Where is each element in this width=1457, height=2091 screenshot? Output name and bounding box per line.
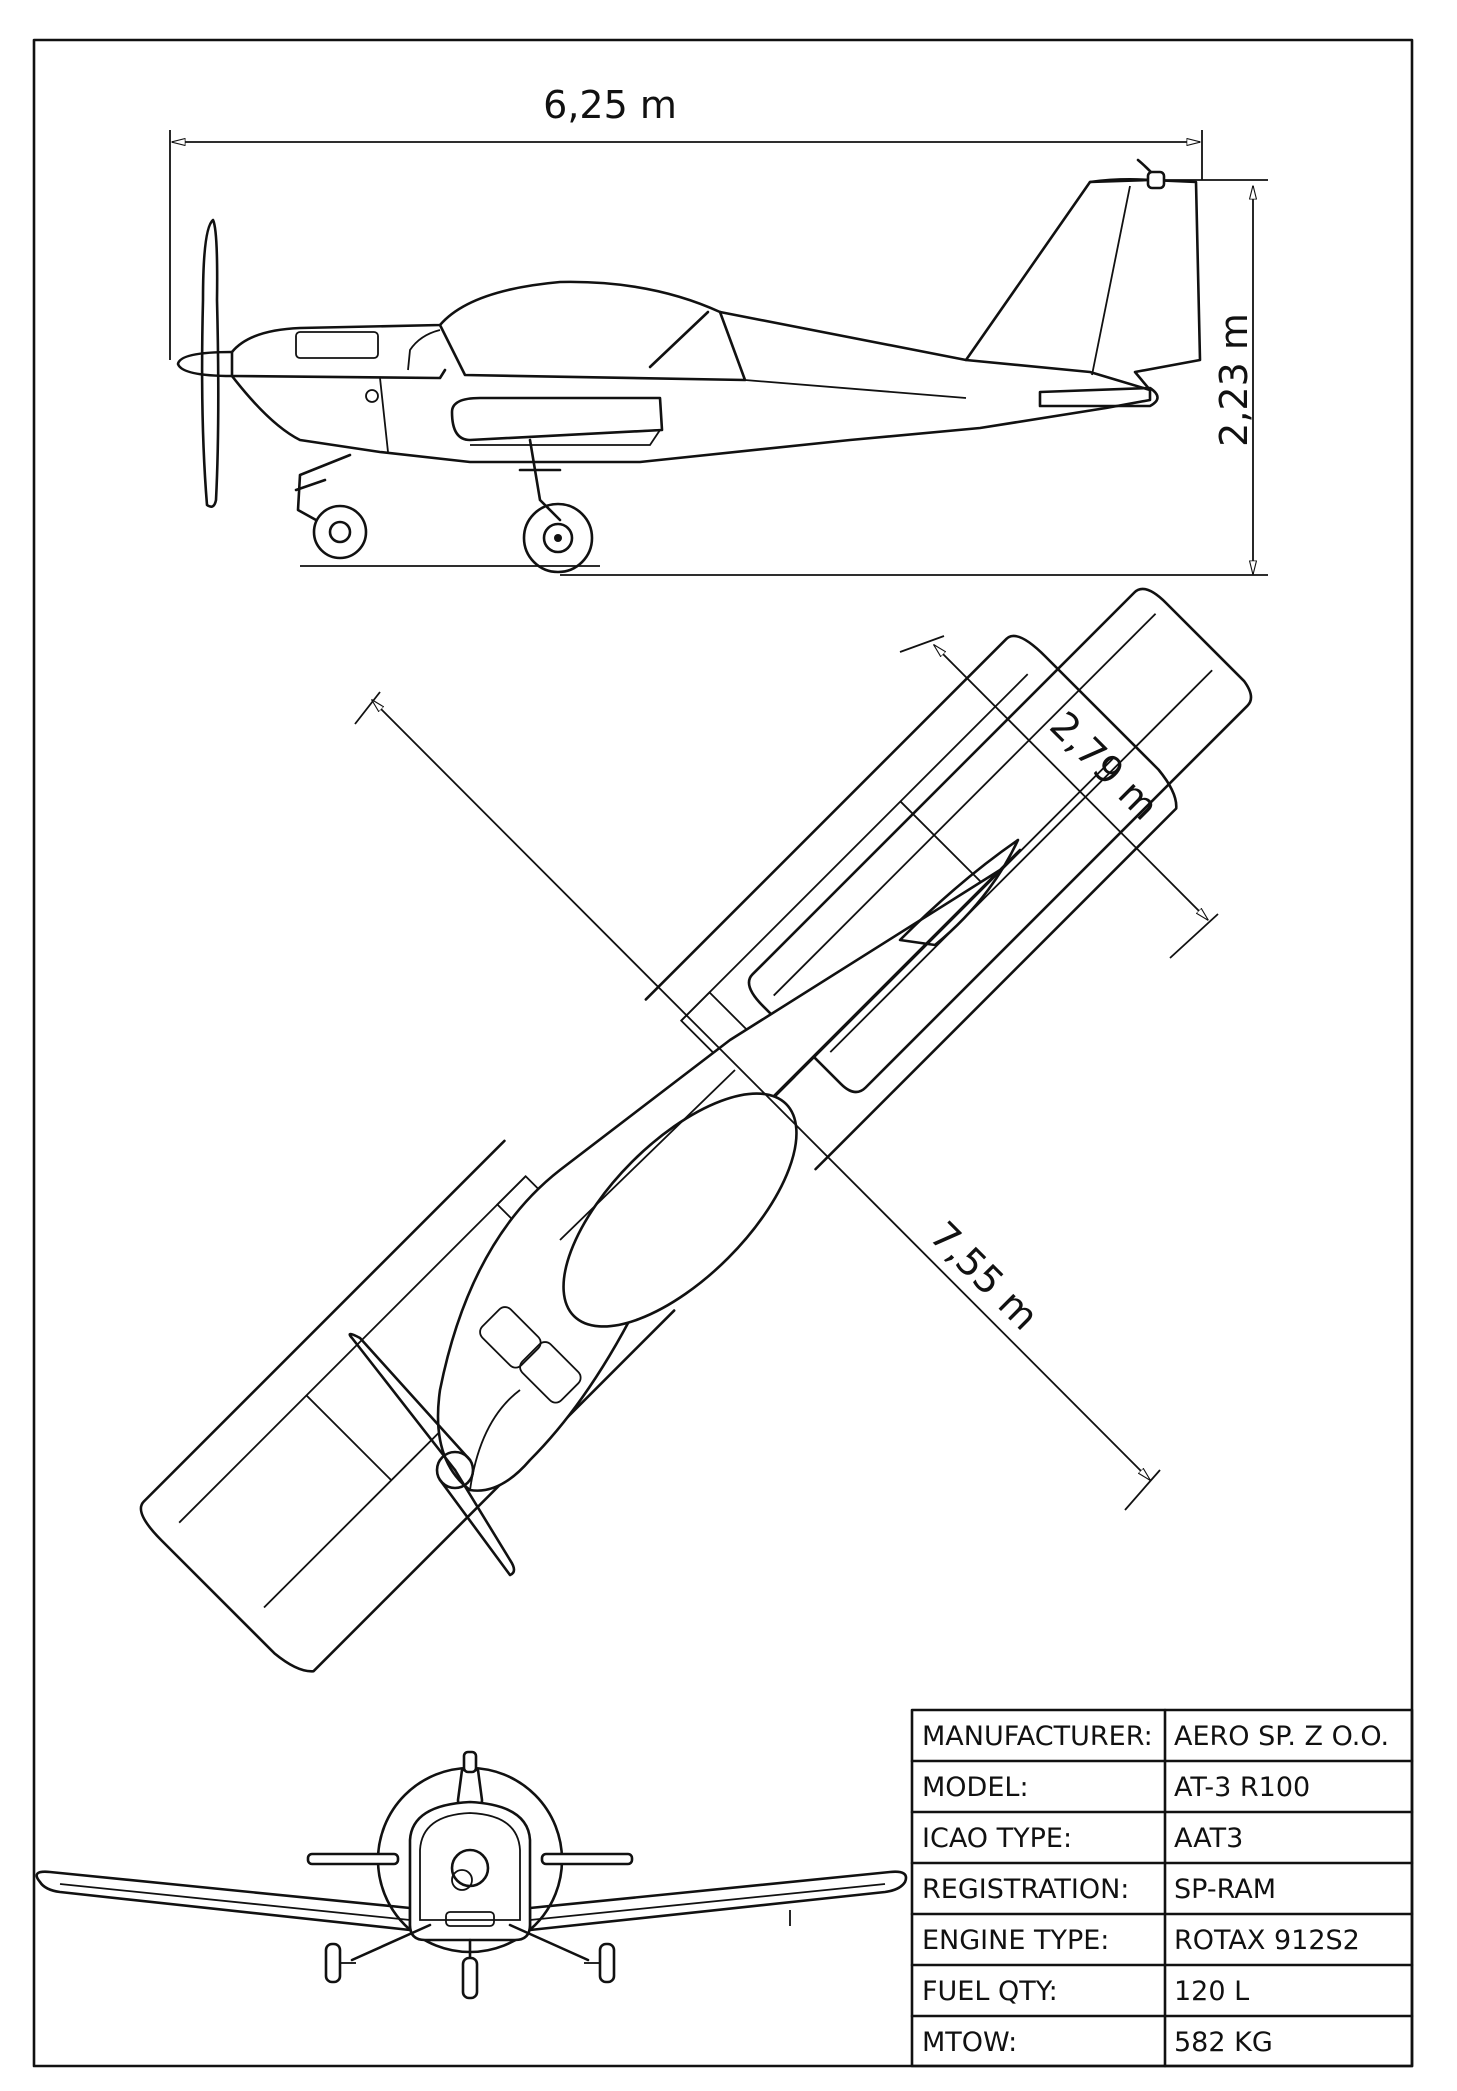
title-block-value-model: AT-3 R100 [1174,1772,1310,1803]
side-wing [450,396,664,442]
front-view-wing [35,1870,412,1932]
top-view-propeller [348,1332,472,1472]
side-fuselage [230,178,1202,464]
side-propeller [200,218,220,508]
front-view [35,1750,908,2000]
title-block-label-fuel-qty: FUEL QTY: [922,1976,1058,2007]
title-block-label-mtow: MTOW: [922,2027,1017,2058]
title-block-value-manufacturer: AERO SP. Z O.O. [1174,1721,1389,1752]
title-block-label-model: MODEL: [922,1772,1029,1803]
title-block-value-icao-type: AAT3 [1174,1823,1243,1854]
wing-span-dimension-line [372,700,1150,1480]
tail-span-dimension-label: 2,79 m [1041,703,1167,829]
title-block-value-registration: SP-RAM [1174,1874,1276,1905]
wing-span-dimension-label: 7,55 m [921,1213,1047,1339]
title-block-value-engine-type: ROTAX 912S2 [1174,1925,1360,1956]
top-view: 2,79 m 7,55 m [139,587,1253,1673]
front-view-fuselage [408,1800,532,1942]
length-dimension-label: 6,25 m [543,83,677,127]
title-block-value-mtow: 582 KG [1174,2027,1273,2058]
title-block-value-fuel-qty: 120 L [1174,1976,1249,2007]
height-dimension-label: 2,23 m [1212,313,1256,447]
title-block-label-engine-type: ENGINE TYPE: [922,1925,1109,1956]
title-block-label-icao-type: ICAO TYPE: [922,1823,1072,1854]
side-main-wheel [522,502,594,574]
title-block-label-manufacturer: MANUFACTURER: [922,1721,1153,1752]
title-block: MANUFACTURER: AERO SP. Z O.O. MODEL: AT-… [910,1708,1414,2068]
side-view: 6,25 m 2,23 m [169,83,1268,576]
top-view-right-wing [139,1139,676,1673]
title-block-label-registration: REGISTRATION: [922,1874,1129,1905]
side-nose-wheel [312,504,368,560]
drawing-frame [32,38,1414,2068]
